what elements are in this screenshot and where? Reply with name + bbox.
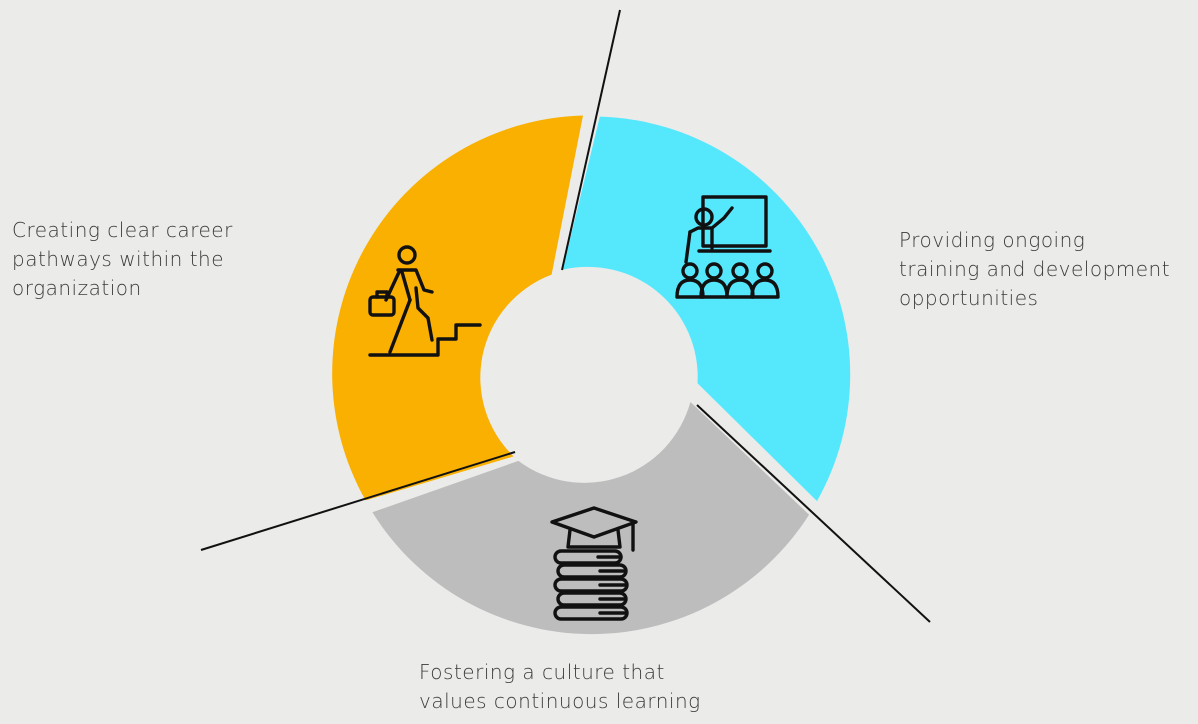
label-line: training and development	[899, 257, 1171, 281]
label-line: opportunities	[899, 286, 1039, 310]
divider-line-left	[200, 451, 516, 551]
divider-line-right	[696, 404, 931, 623]
label-learning-culture: Fostering a culture that values continuo…	[419, 658, 701, 716]
graduation-cap-books-icon	[550, 506, 638, 621]
segment-learning-culture	[372, 402, 810, 635]
label-line: Fostering a culture that	[419, 660, 665, 684]
label-training-development: Providing ongoing training and developme…	[899, 226, 1170, 313]
divider-line-top	[561, 9, 621, 271]
segment-training-development	[562, 116, 851, 502]
label-career-pathways: Creating clear career pathways within th…	[12, 216, 233, 303]
segment-career-pathways	[332, 115, 583, 501]
label-line: values continuous learning	[419, 689, 701, 713]
label-line: Providing ongoing	[899, 228, 1086, 252]
label-line: Creating clear career	[12, 218, 233, 242]
person-climbing-stairs-icon	[368, 245, 482, 357]
teacher-presentation-icon	[675, 195, 780, 299]
label-line: organization	[12, 276, 142, 300]
label-line: pathways within the	[12, 247, 225, 271]
